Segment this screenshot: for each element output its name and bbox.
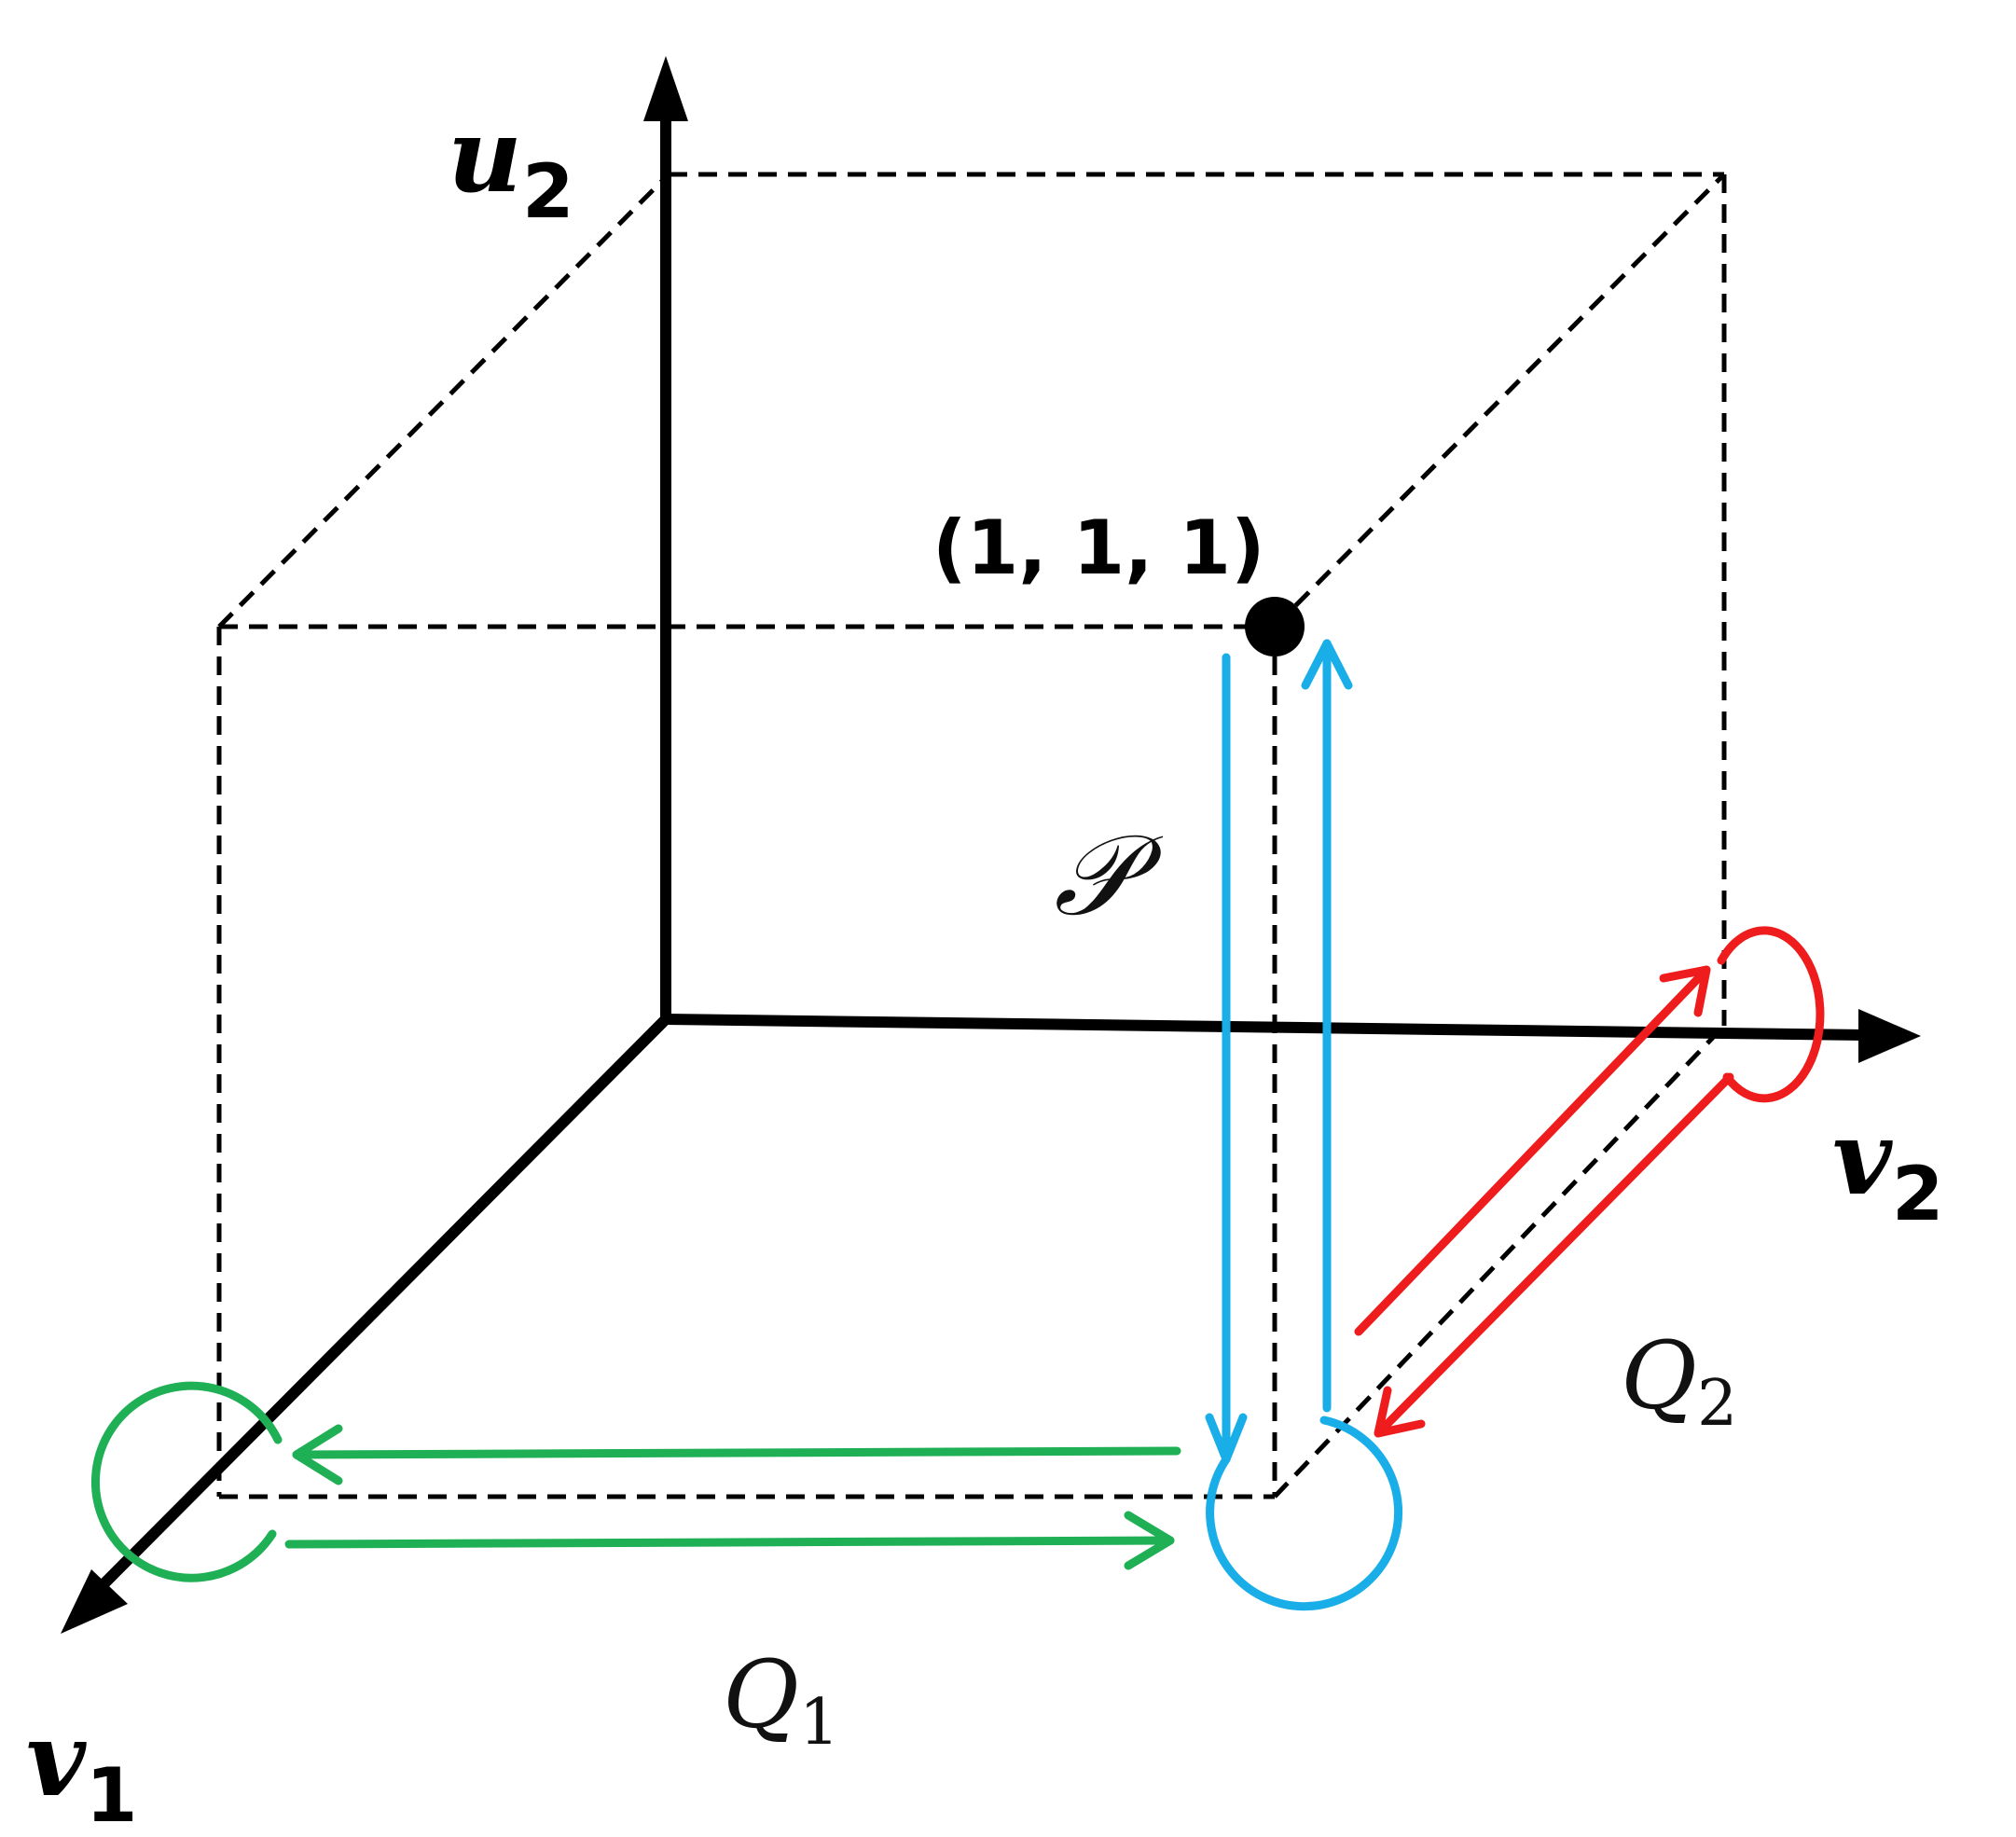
- path-Q2-loop: [1717, 926, 1825, 1103]
- axis-v2-label: v2: [1832, 1098, 1944, 1237]
- point-111-label: (1, 1, 1): [932, 504, 1265, 591]
- path-P-loop: [1206, 1416, 1403, 1611]
- edge-top-right: [1273, 173, 1726, 628]
- cube-dashed-edges: [216, 172, 1727, 1499]
- path-Q1-left-arrow: [292, 1446, 1181, 1459]
- path-P-up-arrowhead: [1301, 639, 1353, 690]
- axis-u2-label: u2: [448, 95, 574, 235]
- path-Q1: [90, 1381, 1181, 1582]
- path-Q2-up-arrowhead: [1659, 965, 1711, 1017]
- path-P-label: 𝒫: [1054, 811, 1164, 941]
- path-Q1-right-arrow: [284, 1536, 1175, 1549]
- path-Q2-label: Q2: [1621, 1321, 1737, 1441]
- path-Q1-label: Q1: [723, 1640, 839, 1760]
- path-Q1-left-arrowhead: [292, 1424, 343, 1485]
- point-111-marker: [1245, 597, 1305, 656]
- path-Q2: [1354, 926, 1825, 1438]
- path-P: [1205, 639, 1403, 1611]
- path-Q1-loop: [90, 1381, 283, 1582]
- path-Q2-down-arrowhead: [1374, 1386, 1426, 1438]
- edge-top-left: [217, 173, 670, 628]
- axes: [98, 112, 1866, 1590]
- path-Q2-up-arrow: [1354, 965, 1711, 1336]
- axis-u2-arrowhead: [643, 56, 688, 121]
- path-Q2-down-arrow: [1374, 1072, 1734, 1438]
- edge-bottom-right: [1273, 1024, 1726, 1499]
- axis-v1-label: v1: [26, 1699, 138, 1837]
- axis-v2-arrowhead: [1858, 1009, 1921, 1063]
- axis-v1-line: [98, 1015, 670, 1590]
- axis-v2-line: [665, 1014, 1866, 1041]
- path-Q1-right-arrowhead: [1124, 1511, 1175, 1570]
- axis-v1-arrowhead: [61, 1569, 128, 1634]
